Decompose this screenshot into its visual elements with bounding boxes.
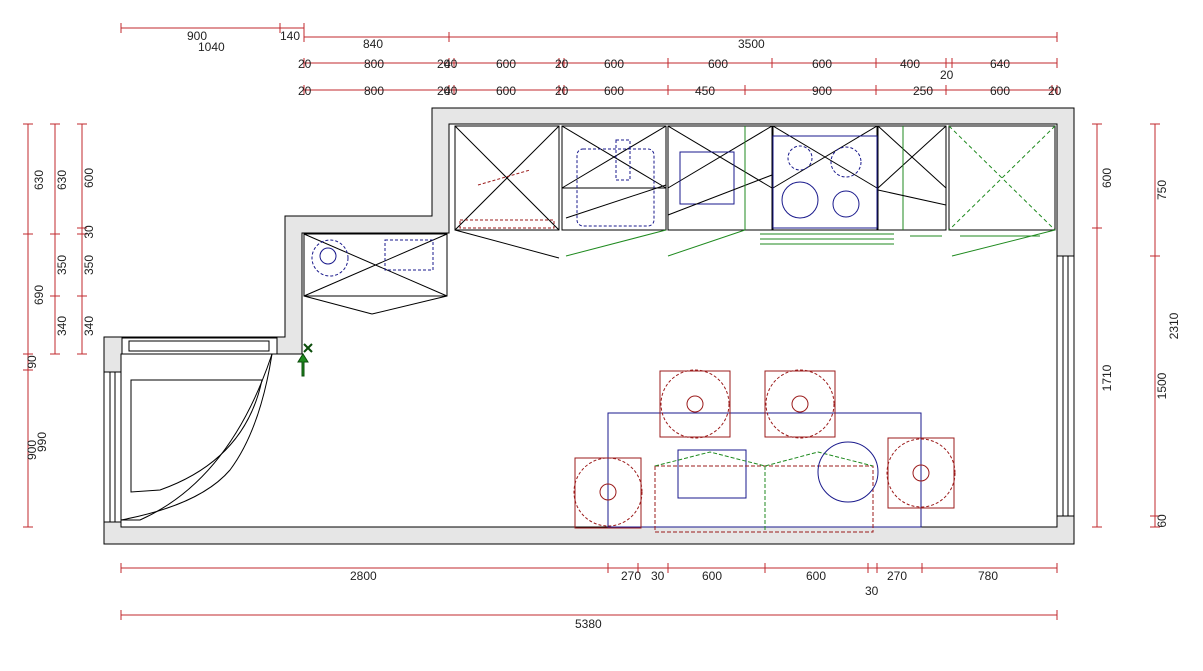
dimension-lines — [27, 27, 1156, 616]
dim-top3-7: 450 — [695, 84, 715, 98]
dim-left1-2: 90 — [25, 355, 39, 369]
dim-right2-3: 60 — [1155, 514, 1169, 528]
dim-top2-6: 600 — [604, 57, 624, 71]
dim-left1-1: 690 — [32, 285, 46, 305]
dim-top2-0: 20 — [298, 57, 312, 71]
dim-bottom-total: 5380 — [575, 617, 602, 631]
dim-top1-3: 840 — [363, 37, 383, 51]
chair-right — [886, 437, 956, 509]
dim-top3-11: 20 — [1048, 84, 1062, 98]
dim-top2-11: 640 — [990, 57, 1010, 71]
dim-top2-9: 400 — [900, 57, 920, 71]
dim-top1-1: 1040 — [198, 40, 225, 54]
dimension-labels: 900 1040 140 840 3500 20 800 20 40 600 2… — [25, 29, 1181, 631]
dim-top1-2: 140 — [280, 29, 300, 43]
chair-left — [573, 457, 643, 529]
dim-left3-1: 30 — [82, 225, 96, 239]
dim-left2-2: 340 — [55, 316, 69, 336]
upper-cabinets — [454, 125, 1056, 259]
dim-top2-3: 40 — [444, 57, 458, 71]
dim-top3-1: 800 — [364, 84, 384, 98]
dim-top1-0: 900 — [187, 29, 207, 43]
dim-top2-1: 800 — [364, 57, 384, 71]
dim-bottom-1: 270 — [621, 569, 641, 583]
walls — [103, 107, 1075, 545]
dim-top2-2: 20 — [437, 57, 451, 71]
dim-bottom-3: 600 — [702, 569, 722, 583]
dim-top3-2: 20 — [437, 84, 451, 98]
chair-top-right — [764, 369, 836, 439]
dim-top2-5: 20 — [555, 57, 569, 71]
dim-bottom-6: 270 — [887, 569, 907, 583]
dim-top2-4: 600 — [496, 57, 516, 71]
dim-left2-1: 350 — [55, 255, 69, 275]
dim-top2-7: 600 — [708, 57, 728, 71]
dim-left3-2: 350 — [82, 255, 96, 275]
dim-left3-3: 340 — [82, 316, 96, 336]
dim-bottom-2: 30 — [651, 569, 665, 583]
dim-top2-10: 20 — [940, 68, 954, 82]
dim-left3-0: 600 — [82, 168, 96, 188]
dim-left2-3: 990 — [35, 432, 49, 452]
dim-top3-0: 20 — [298, 84, 312, 98]
dim-top3-10: 600 — [990, 84, 1010, 98]
dim-bottom-5: 30 — [865, 584, 879, 598]
dim-top3-3: 40 — [444, 84, 458, 98]
dim-bottom-7: 780 — [978, 569, 998, 583]
room-floor — [120, 123, 1058, 528]
window-right — [1056, 255, 1075, 517]
close-marker-icon[interactable] — [303, 343, 313, 353]
dimension-ticks — [23, 23, 1160, 620]
dim-bottom-0: 2800 — [350, 569, 377, 583]
dim-bottom-4: 600 — [806, 569, 826, 583]
dim-top2-8: 600 — [812, 57, 832, 71]
dim-left1-3: 900 — [25, 440, 39, 460]
dining-set — [573, 369, 956, 533]
dim-right2-1: 2310 — [1167, 312, 1181, 339]
dim-left2-0: 630 — [55, 170, 69, 190]
dim-top3-8: 900 — [812, 84, 832, 98]
dim-top3-5: 20 — [555, 84, 569, 98]
dim-left1-0: 630 — [32, 170, 46, 190]
door-swing — [120, 337, 278, 521]
window-left — [103, 371, 122, 523]
alcove-cabinets — [303, 233, 448, 315]
dim-right1-0: 600 — [1100, 168, 1114, 188]
dim-top1-4: 3500 — [738, 37, 765, 51]
chair-top-left — [659, 369, 731, 439]
dim-right1-1: 1710 — [1100, 364, 1114, 391]
dim-top3-6: 600 — [604, 84, 624, 98]
dim-top3-9: 250 — [913, 84, 933, 98]
dim-right2-0: 750 — [1155, 180, 1169, 200]
entry-arrow-icon[interactable] — [297, 353, 309, 377]
dim-top3-4: 600 — [496, 84, 516, 98]
dim-right2-2: 1500 — [1155, 372, 1169, 399]
